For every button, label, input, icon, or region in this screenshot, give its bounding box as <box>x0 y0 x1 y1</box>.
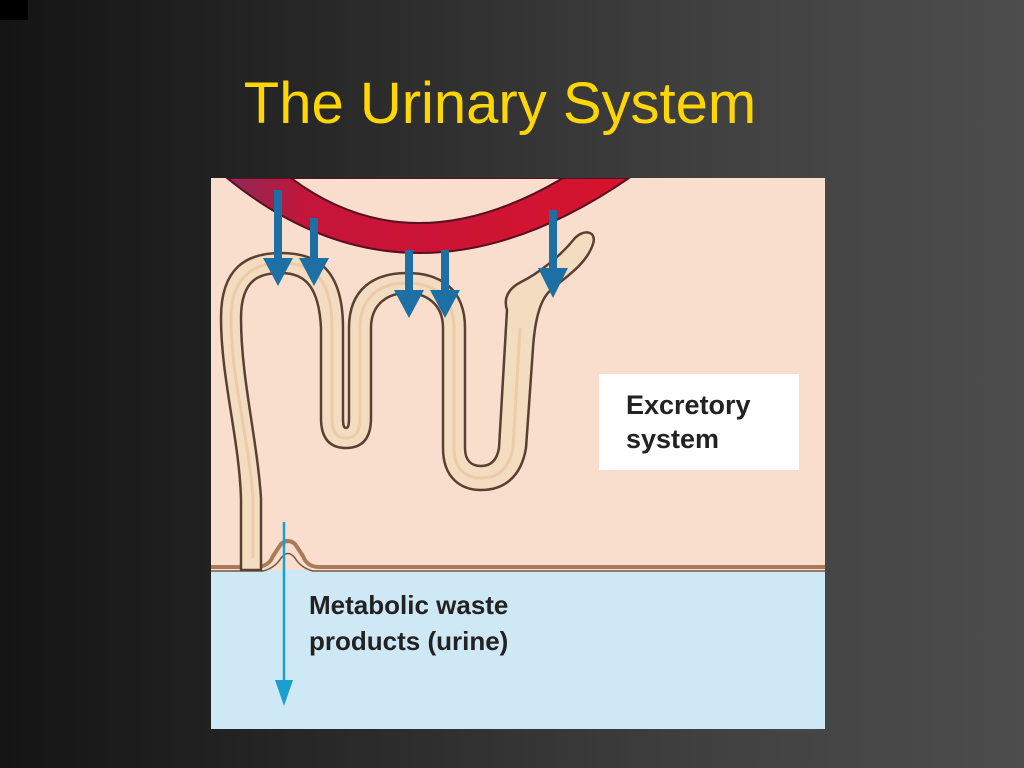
arrow-3 <box>394 250 424 318</box>
slide-title: The Urinary System <box>243 71 757 136</box>
blood-vessel <box>225 178 631 254</box>
arrow-1 <box>263 190 293 286</box>
waste-label-line2: products (urine) <box>309 626 508 656</box>
excretory-label-line2: system <box>626 424 719 454</box>
arrow-5 <box>538 210 568 298</box>
arrow-2 <box>299 218 329 286</box>
outflow-arrow <box>275 522 293 706</box>
secretion-arrows <box>263 190 568 318</box>
tubule <box>219 231 596 572</box>
membrane-line <box>211 539 825 569</box>
arrow-4 <box>430 250 460 318</box>
corner-mark <box>0 0 28 20</box>
excretory-diagram: Excretory system Metabolic waste product… <box>211 178 825 729</box>
excretory-label-box: Excretory system <box>599 374 799 470</box>
lumen-area <box>211 570 825 729</box>
waste-label-line1: Metabolic waste <box>309 590 508 620</box>
excretory-label-line1: Excretory <box>626 390 751 420</box>
